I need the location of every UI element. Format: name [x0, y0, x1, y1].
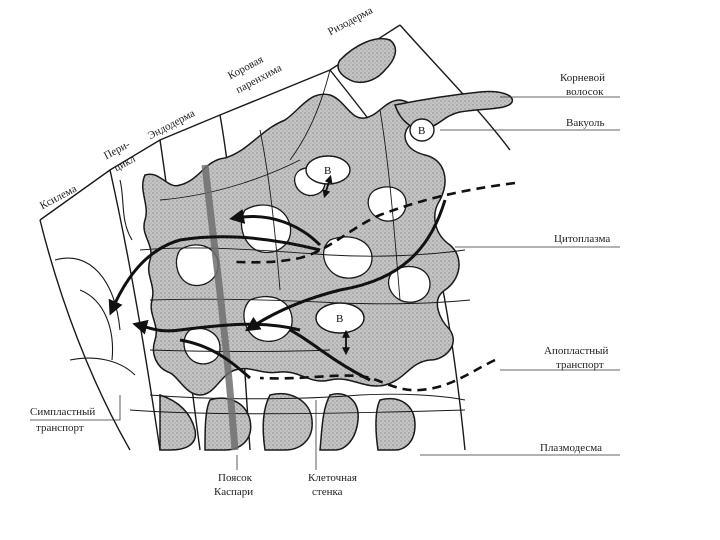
- vacuole-marker-2: В: [336, 313, 343, 325]
- vacuole-markers: В В В: [324, 125, 425, 325]
- label-plasmodesma: Плазмодесма: [540, 442, 603, 454]
- label-apoplast-line2: транспорт: [556, 359, 604, 371]
- label-casparian-line1: Поясок: [218, 472, 253, 484]
- label-root-hair-line1: Корневой: [560, 72, 606, 84]
- vacuole-3: [409, 118, 435, 142]
- label-cytoplasm: Цитоплазма: [554, 233, 611, 245]
- label-root-hair-line2: волосок: [566, 86, 604, 98]
- symplast-paths: [108, 199, 447, 382]
- vacuole-marker-1: В: [324, 165, 331, 177]
- label-cell-wall-line2: стенка: [312, 486, 343, 498]
- label-casparian-line2: Каспари: [214, 486, 254, 498]
- xylem-region: [54, 179, 136, 376]
- apoplast-paths: [234, 181, 516, 392]
- vacuole-exchange-arrows: [322, 174, 350, 356]
- label-symplast-line2: транспорт: [36, 422, 84, 434]
- label-vacuole: Вакуоль: [566, 117, 605, 129]
- vacuole-marker-3: В: [418, 125, 425, 137]
- label-cell-wall-line1: Клеточная: [308, 472, 357, 484]
- label-apoplast-line1: Апопластный: [544, 345, 609, 357]
- casparian-strip: [201, 164, 239, 451]
- vacuoles: [305, 118, 435, 334]
- label-leaders: [30, 96, 620, 470]
- label-symplast-line1: Симпластный: [30, 406, 96, 418]
- cell-walls: [129, 69, 471, 415]
